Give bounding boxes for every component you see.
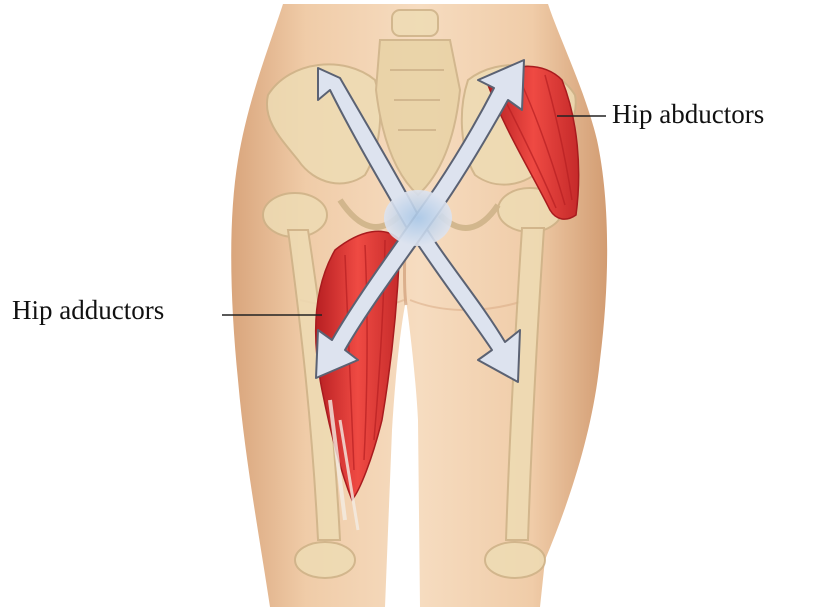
hip-abductors-label: Hip abductors	[612, 101, 764, 128]
hip-adductors-label: Hip adductors	[12, 297, 164, 324]
